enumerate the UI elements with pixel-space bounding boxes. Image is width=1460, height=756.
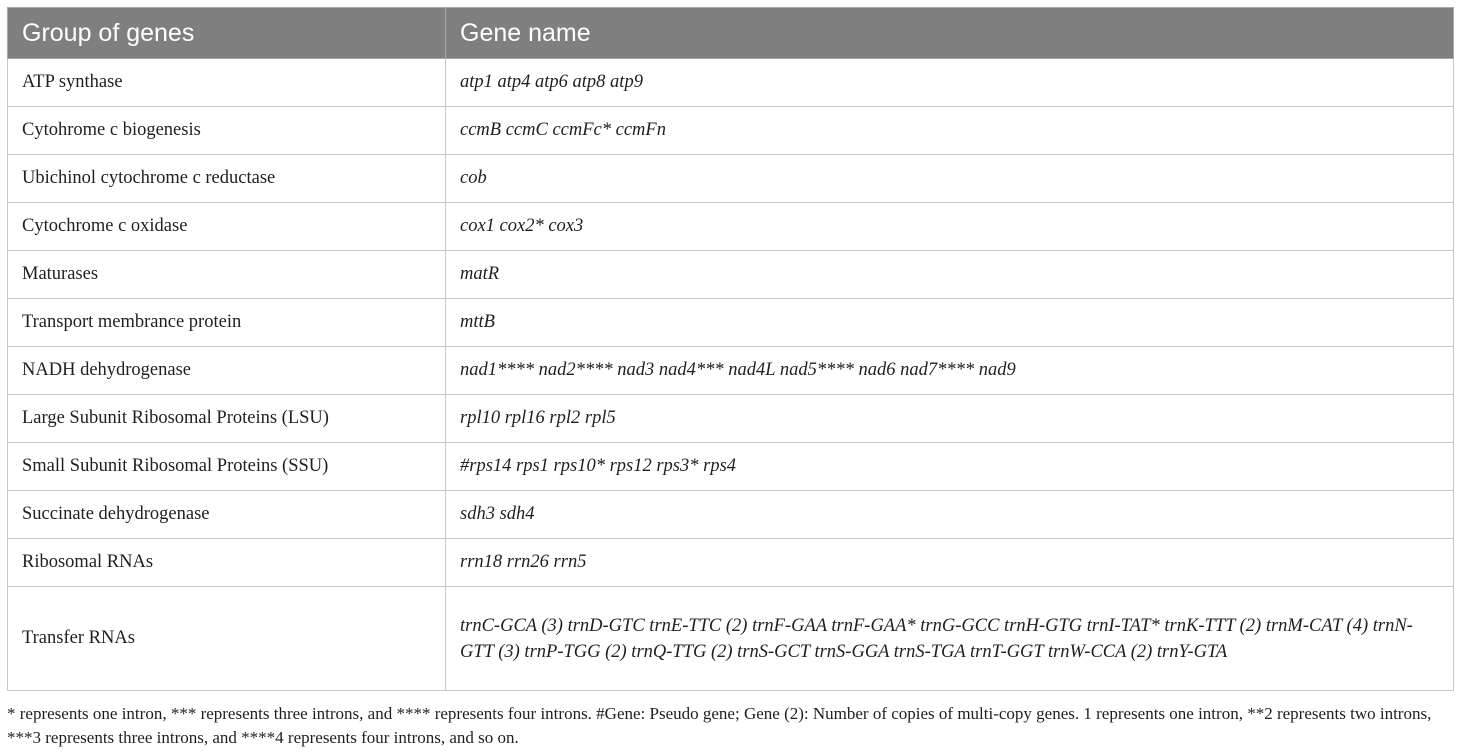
group-cell: Cytohrome c biogenesis [7, 106, 446, 155]
group-cell: NADH dehydrogenase [7, 346, 446, 395]
group-cell: Large Subunit Ribosomal Proteins (LSU) [7, 394, 446, 443]
table-header-row: Group of genes Gene name [7, 7, 1454, 59]
gene-table: Group of genes Gene name ATP synthase at… [7, 7, 1454, 691]
group-cell: ATP synthase [7, 58, 446, 107]
table-row: Cytochrome c oxidase cox1 cox2* cox3 [7, 202, 1454, 251]
group-cell: Small Subunit Ribosomal Proteins (SSU) [7, 442, 446, 491]
table-row: Small Subunit Ribosomal Proteins (SSU) #… [7, 442, 1454, 491]
table-row: NADH dehydrogenase nad1**** nad2**** nad… [7, 346, 1454, 395]
table-row: Transport membrance protein mttB [7, 298, 1454, 347]
group-cell: Ubichinol cytochrome c reductase [7, 154, 446, 203]
table-row: Ubichinol cytochrome c reductase cob [7, 154, 1454, 203]
genes-cell: sdh3 sdh4 [445, 490, 1454, 539]
genes-cell: trnC-GCA (3) trnD-GTC trnE-TTC (2) trnF-… [445, 586, 1454, 691]
table-row: Large Subunit Ribosomal Proteins (LSU) r… [7, 394, 1454, 443]
genes-cell: rrn18 rrn26 rrn5 [445, 538, 1454, 587]
gene-table-container: Group of genes Gene name ATP synthase at… [7, 7, 1454, 691]
table-row: Maturases matR [7, 250, 1454, 299]
genes-cell: mttB [445, 298, 1454, 347]
genes-cell: #rps14 rps1 rps10* rps12 rps3* rps4 [445, 442, 1454, 491]
genes-cell: cox1 cox2* cox3 [445, 202, 1454, 251]
group-cell: Transport membrance protein [7, 298, 446, 347]
group-cell: Transfer RNAs [7, 586, 446, 691]
table-row: Cytohrome c biogenesis ccmB ccmC ccmFc* … [7, 106, 1454, 155]
genes-cell: ccmB ccmC ccmFc* ccmFn [445, 106, 1454, 155]
table-row: ATP synthase atp1 atp4 atp6 atp8 atp9 [7, 58, 1454, 107]
genes-cell: atp1 atp4 atp6 atp8 atp9 [445, 58, 1454, 107]
genes-cell: matR [445, 250, 1454, 299]
genes-cell: cob [445, 154, 1454, 203]
group-cell: Succinate dehydrogenase [7, 490, 446, 539]
genes-cell: nad1**** nad2**** nad3 nad4*** nad4L nad… [445, 346, 1454, 395]
table-row: Succinate dehydrogenase sdh3 sdh4 [7, 490, 1454, 539]
group-cell: Ribosomal RNAs [7, 538, 446, 587]
table-row: Ribosomal RNAs rrn18 rrn26 rrn5 [7, 538, 1454, 587]
header-group-of-genes: Group of genes [7, 7, 446, 59]
genes-cell: rpl10 rpl16 rpl2 rpl5 [445, 394, 1454, 443]
group-cell: Maturases [7, 250, 446, 299]
table-row: Transfer RNAs trnC-GCA (3) trnD-GTC trnE… [7, 586, 1454, 691]
group-cell: Cytochrome c oxidase [7, 202, 446, 251]
header-gene-name: Gene name [445, 7, 1454, 59]
table-footnote: * represents one intron, *** represents … [7, 704, 1432, 747]
